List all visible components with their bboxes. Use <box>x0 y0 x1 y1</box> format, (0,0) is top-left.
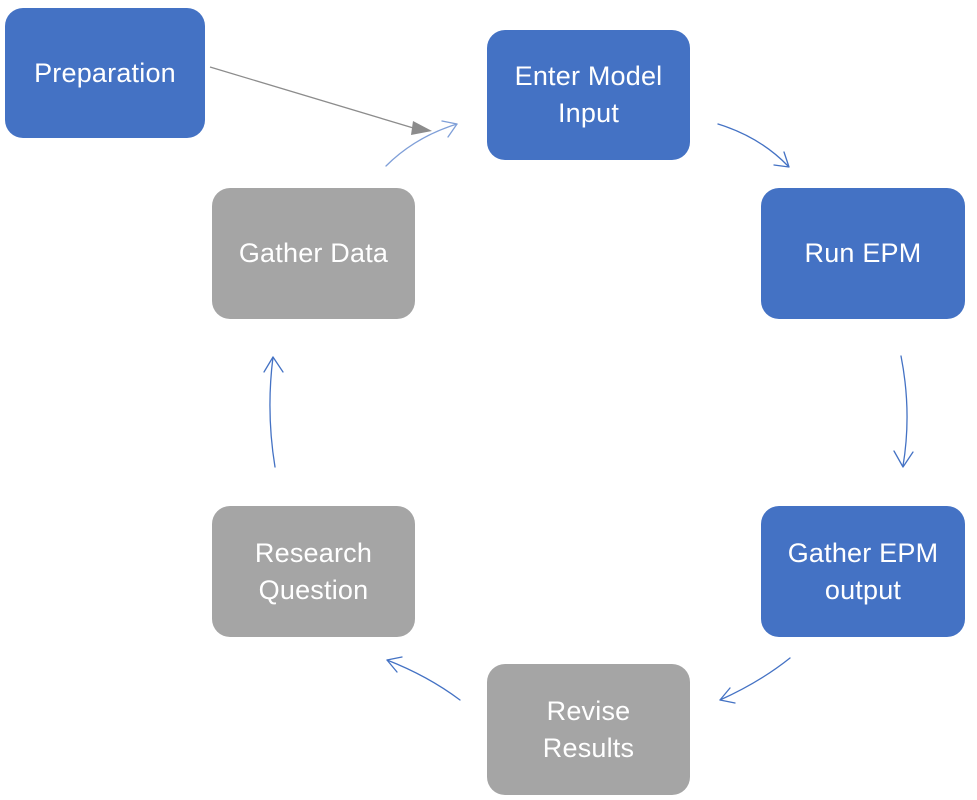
edge-preparation-to-enter-model-input <box>209 66 432 135</box>
arrowhead-icon <box>719 687 736 704</box>
edge-run-epm-to-gather-epm-output <box>893 355 914 468</box>
edge-revise-results-to-research-question <box>386 656 461 701</box>
edge-gather-data-to-enter-model-input <box>385 120 458 167</box>
node-label: Gather EPM output <box>787 537 939 605</box>
node-revise-results: Revise Results <box>487 664 690 795</box>
node-label: Run EPM <box>804 238 922 268</box>
edge-gather-epm-output-to-revise-results <box>719 657 791 704</box>
node-enter-model-input: Enter Model Input <box>487 30 690 160</box>
arrowhead-icon <box>441 120 458 138</box>
arrowhead-icon <box>263 356 284 373</box>
node-label: Preparation <box>34 57 176 88</box>
edge-research-question-to-gather-data <box>263 356 284 468</box>
edge-enter-model-input-to-run-epm <box>717 123 790 168</box>
node-research-question: Research Question <box>212 506 415 637</box>
node-gather-data: Gather Data <box>212 188 415 319</box>
node-label: Enter Model Input <box>514 61 663 128</box>
arrowhead-icon <box>773 151 790 168</box>
arrowhead-icon <box>411 121 432 135</box>
node-label: Revise Results <box>542 695 635 763</box>
arrowhead-icon <box>386 656 403 673</box>
arrowhead-icon <box>893 450 914 468</box>
node-run-epm: Run EPM <box>761 188 965 319</box>
node-label: Research Question <box>254 537 373 605</box>
node-preparation: Preparation <box>5 8 205 138</box>
node-gather-epm-output: Gather EPM output <box>761 506 965 637</box>
node-label: Gather Data <box>238 238 389 268</box>
